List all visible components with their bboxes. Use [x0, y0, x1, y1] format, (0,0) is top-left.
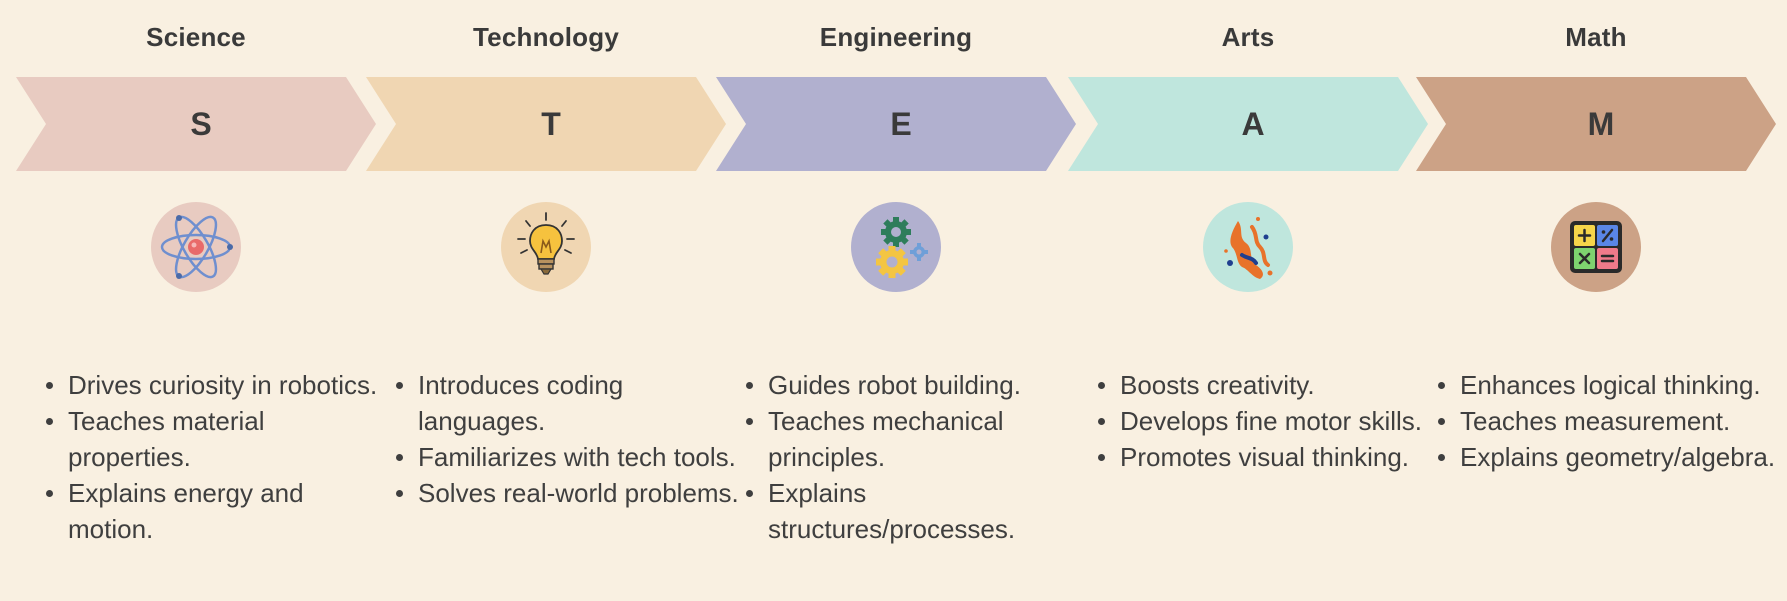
bullet-list: Enhances logical thinking. Teaches measu…	[1430, 367, 1787, 475]
list-item: Enhances logical thinking.	[1438, 367, 1787, 403]
calculator-icon	[1551, 202, 1641, 292]
bullet-list: Drives curiosity in robotics. Teaches ma…	[38, 367, 388, 547]
list-item: Teaches mechanical principles.	[746, 403, 1098, 475]
list-item: Promotes visual thinking.	[1098, 439, 1450, 475]
chevron-math: M	[1416, 77, 1776, 171]
column-technology: Technology T Introduces coding languages…	[366, 0, 739, 601]
list-item: Guides robot building.	[746, 367, 1098, 403]
bullet-list: Guides robot building. Teaches mechanica…	[738, 367, 1098, 547]
list-item: Explains geometry/algebra.	[1438, 439, 1787, 475]
list-item: Teaches measurement.	[1438, 403, 1787, 439]
lightbulb-icon	[501, 202, 591, 292]
column-engineering: Engineering E	[716, 0, 1076, 601]
column-title: Science	[146, 22, 246, 52]
column-title: Technology	[473, 22, 619, 52]
column-title: Arts	[1221, 22, 1275, 52]
chevron-letter: S	[190, 105, 212, 142]
chevron-letter: E	[890, 105, 912, 142]
column-science: Science S Drives curiosity in robotics. …	[16, 0, 377, 601]
bullet-list: Boosts creativity. Develops fine motor s…	[1090, 367, 1450, 475]
list-item: Introduces coding languages.	[396, 367, 748, 439]
column-title: Engineering	[819, 22, 973, 52]
chevron-technology: T	[366, 77, 726, 171]
list-item: Familiarizes with tech tools.	[396, 439, 748, 475]
list-item: Boosts creativity.	[1098, 367, 1450, 403]
chevron-arts: A	[1068, 77, 1428, 171]
list-item: Drives curiosity in robotics.	[46, 367, 388, 403]
chevron-engineering: E	[716, 77, 1076, 171]
list-item: Teaches material properties.	[46, 403, 388, 475]
chevron-science: S	[16, 77, 376, 171]
gears-icon	[851, 202, 941, 292]
atom-icon	[151, 202, 241, 292]
bullet-list: Introduces coding languages. Familiarize…	[388, 367, 748, 511]
list-item: Explains structures/processes.	[746, 475, 1098, 547]
chevron-letter: M	[1587, 105, 1615, 142]
column-title: Math	[1565, 22, 1627, 52]
column-arts: Arts A Boosts creativity. Develops fine …	[1068, 0, 1428, 601]
list-item: Explains energy and motion.	[46, 475, 388, 547]
chevron-letter: T	[541, 105, 561, 142]
paint-splash-icon	[1203, 202, 1293, 292]
list-item: Solves real-world problems.	[396, 475, 748, 511]
column-math: Math M Enhances logical thinking. Tea	[1416, 0, 1776, 601]
list-item: Develops fine motor skills.	[1098, 403, 1450, 439]
chevron-letter: A	[1241, 105, 1265, 142]
